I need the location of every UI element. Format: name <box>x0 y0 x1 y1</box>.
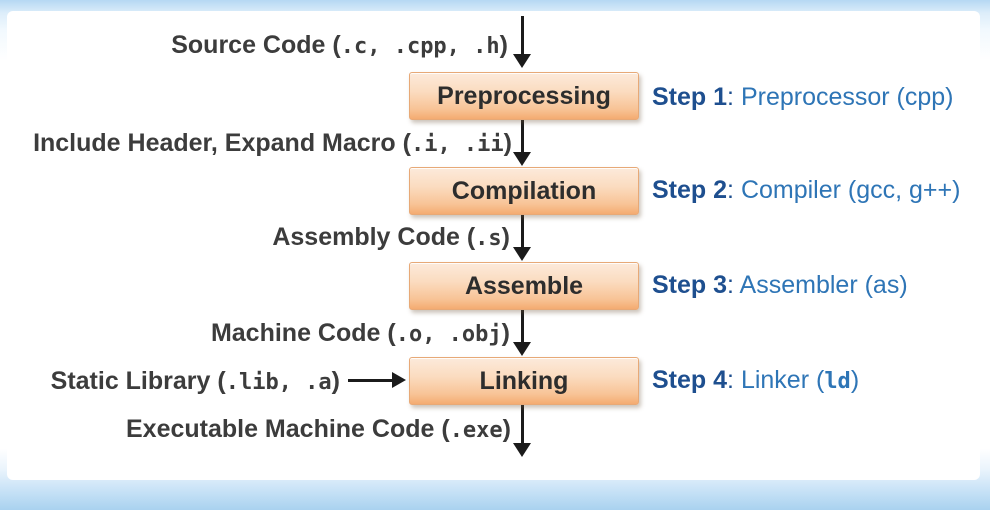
step-2-label: Step 2: Compiler (gcc, g++) <box>652 176 960 206</box>
step-1-rest: Preprocessor (cpp) <box>740 83 954 111</box>
static-library-arrow-right-icon <box>392 372 406 388</box>
step-1-label: Step 1: Preprocessor (cpp) <box>652 83 954 113</box>
step-4-sep: : <box>727 366 741 394</box>
flow-arrow-down-icon-1 <box>513 54 531 68</box>
label-static-library-text: Static Library ( <box>50 367 226 395</box>
box-preprocessing-label: Preprocessing <box>437 81 611 110</box>
flow-arrow-down-icon-2 <box>513 152 531 166</box>
label-include-header: Include Header, Expand Macro (.i, .ii) <box>33 129 512 159</box>
label-assembly-code-text: Assembly Code ( <box>272 223 476 251</box>
step-1-sep: : <box>727 83 741 111</box>
step-2-sep: : <box>727 176 741 204</box>
box-compilation-label: Compilation <box>451 176 597 205</box>
step-3-sep: : <box>727 271 740 299</box>
label-source-code-text: Source Code ( <box>171 31 341 59</box>
label-assembly-code: Assembly Code (.s) <box>272 223 510 253</box>
flow-arrow-line-5 <box>521 403 524 445</box>
label-executable-close: ) <box>502 415 511 443</box>
label-executable-machine-code: Executable Machine Code (.exe) <box>126 415 511 445</box>
label-machine-code-ext: .o, .obj <box>395 322 502 347</box>
step-3-label: Step 3: Assembler (as) <box>652 271 908 301</box>
label-include-header-close: ) <box>503 129 512 157</box>
flow-arrow-line-1 <box>521 16 524 55</box>
step-4-suffix: ) <box>850 366 860 394</box>
static-library-arrow-line <box>348 379 394 382</box>
step-3-rest: Assembler (as) <box>739 271 908 299</box>
label-machine-code: Machine Code (.o, .obj) <box>211 319 510 349</box>
label-include-header-ext: .i, .ii <box>410 132 504 157</box>
step-2-bold: Step 2 <box>652 176 728 204</box>
box-preprocessing: Preprocessing <box>409 72 639 120</box>
box-linking-label: Linking <box>479 366 569 395</box>
step-1-bold: Step 1 <box>652 83 728 111</box>
step-4-bold: Step 4 <box>652 366 728 394</box>
step-4-rest: Linker ( <box>740 366 825 394</box>
label-assembly-code-ext: .s <box>475 226 502 251</box>
box-assemble-label: Assemble <box>464 271 584 300</box>
flow-arrow-line-2 <box>521 118 524 154</box>
step-3-bold: Step 3 <box>652 271 728 299</box>
flow-arrow-down-icon-5 <box>513 443 531 457</box>
label-executable-text: Executable Machine Code ( <box>125 415 450 443</box>
step-4-code: ld <box>824 369 851 394</box>
label-static-library: Static Library (.lib, .a) <box>51 367 340 397</box>
flow-arrow-down-icon-4 <box>513 342 531 356</box>
flow-arrow-line-4 <box>521 308 524 344</box>
step-2-rest: Compiler (gcc, g++) <box>740 176 961 204</box>
label-static-library-close: ) <box>331 367 340 395</box>
box-assemble: Assemble <box>409 262 639 310</box>
label-static-library-ext: .lib, .a <box>225 370 332 395</box>
label-include-header-text: Include Header, Expand Macro ( <box>33 129 411 157</box>
label-machine-code-text: Machine Code ( <box>210 319 396 347</box>
flow-arrow-line-3 <box>521 213 524 249</box>
label-assembly-code-close: ) <box>501 223 510 251</box>
label-executable-ext: .exe <box>449 418 503 443</box>
flow-arrow-down-icon-3 <box>513 247 531 261</box>
label-source-code-ext: .c, .cpp, .h <box>340 34 500 59</box>
label-source-code: Source Code (.c, .cpp, .h) <box>171 31 508 61</box>
label-source-code-close: ) <box>499 31 508 59</box>
step-4-label: Step 4: Linker (ld) <box>652 366 859 396</box>
label-machine-code-close: ) <box>501 319 510 347</box>
box-compilation: Compilation <box>409 167 639 215</box>
box-linking: Linking <box>409 357 639 405</box>
